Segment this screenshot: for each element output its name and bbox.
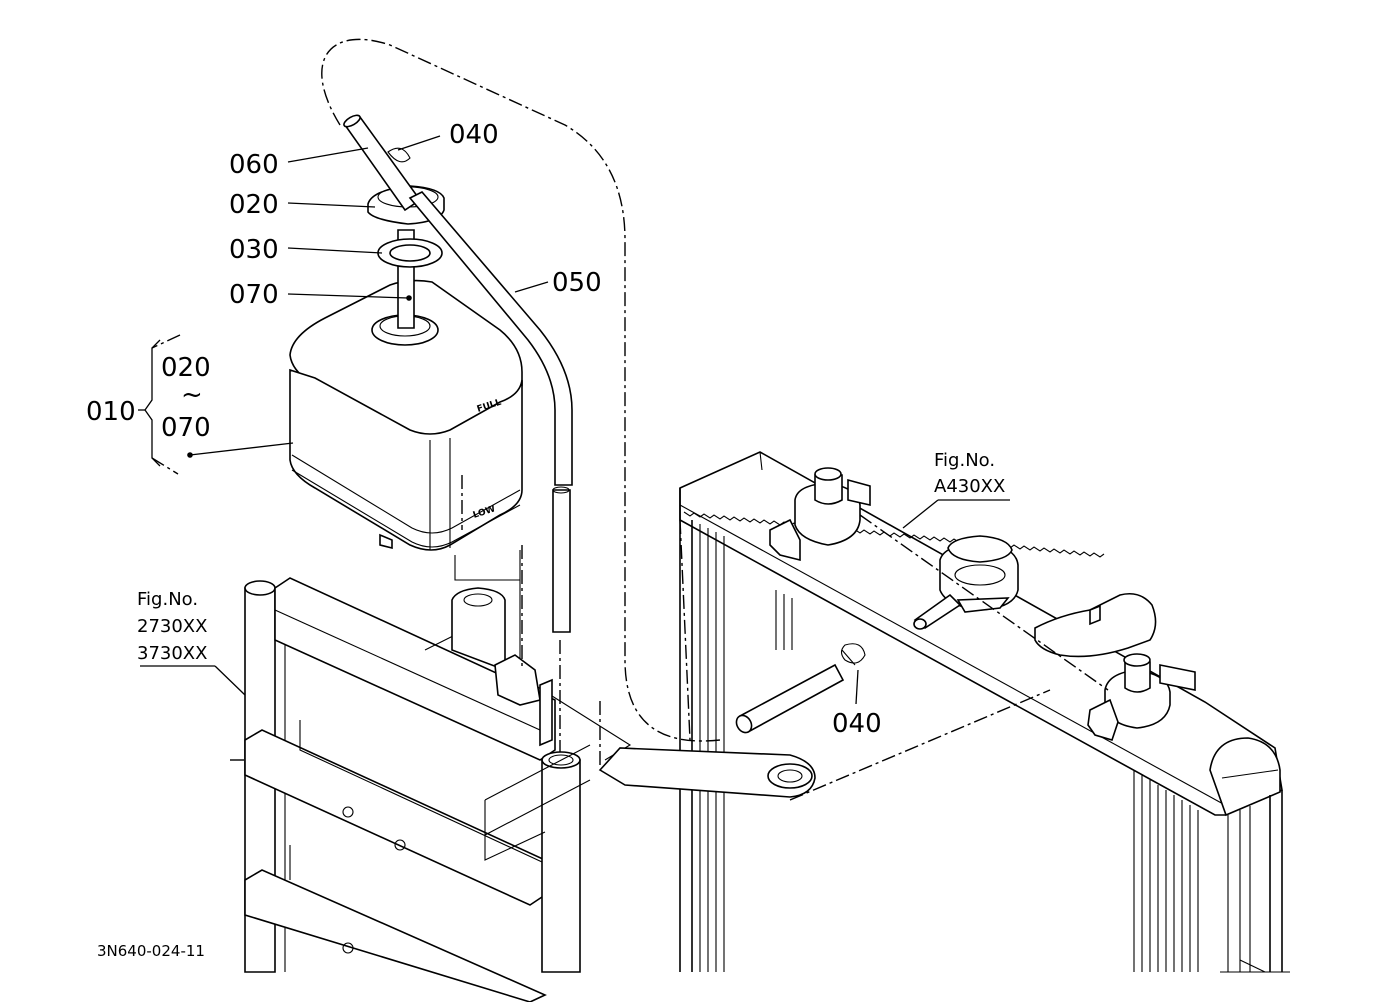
callout-030: 030 [229,235,279,265]
figure-references: Fig.No. A430XX Fig.No. 2730XX 3730XX [137,450,1005,664]
frame-fig-label: Fig.No. [137,589,198,610]
drawing-code: 3N640-024-11 [97,942,205,960]
callout-010: 010 [86,397,136,427]
radiator-fig-label: Fig.No. [934,450,995,471]
callout-020: 020 [229,190,279,220]
callout-010-range-tilde: ~ [181,380,203,410]
callout-050: 050 [552,268,602,298]
radiator-assembly [679,451,1290,973]
hose-050-route [321,38,721,742]
hoses [343,114,866,734]
callout-040-top: 040 [449,120,499,150]
reserve-tank: FULL LOW [289,279,523,551]
frame-fig-number-2: 3730XX [137,643,207,664]
frame-fig-number-1: 2730XX [137,616,207,637]
callout-040-bottom: 040 [832,709,882,739]
callout-labels: 040 060 020 030 070 050 010 020 ~ 070 04… [86,120,882,739]
callout-010-range-end: 070 [161,413,211,443]
callout-060: 060 [229,150,279,180]
callout-010-range-start: 020 [161,353,211,383]
frame-assembly [244,550,816,1002]
callout-070: 070 [229,280,279,310]
radiator-fig-number: A430XX [934,476,1005,497]
leader-lines [138,135,1010,705]
